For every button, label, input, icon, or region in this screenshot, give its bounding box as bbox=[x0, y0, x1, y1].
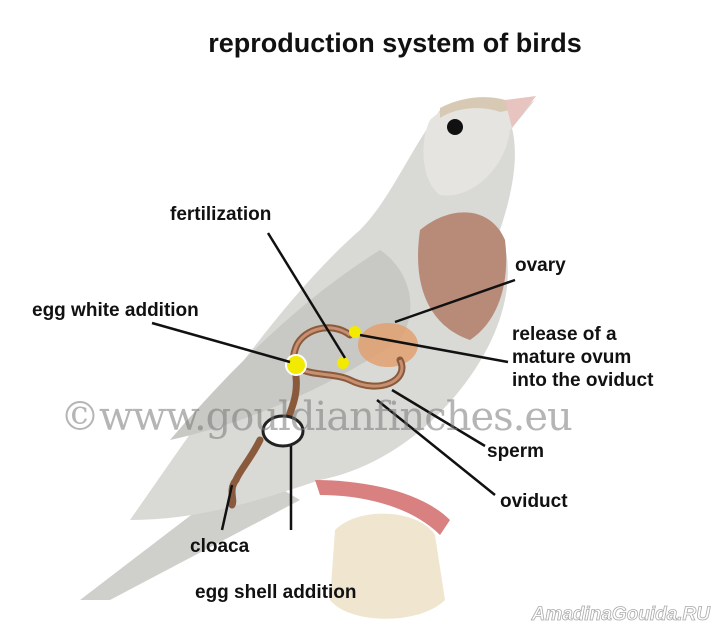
watermark-main: ©www.gouldianfinches.eu bbox=[60, 394, 573, 440]
bird-beak bbox=[505, 96, 536, 128]
egg-shell-egg bbox=[261, 414, 305, 448]
egg-white-ovum bbox=[285, 354, 307, 376]
leader-lines bbox=[151, 232, 516, 531]
label-release-line2: mature ovum bbox=[512, 347, 632, 368]
bird-feet bbox=[315, 480, 450, 535]
bird-eye bbox=[447, 119, 463, 135]
perch bbox=[330, 513, 445, 619]
label-egg-shell-addition: egg shell addition bbox=[195, 582, 357, 603]
label-ovary: ovary bbox=[515, 255, 566, 276]
label-cloaca: cloaca bbox=[190, 536, 250, 557]
watermark-corner: AmadinaGouida.RU bbox=[531, 604, 710, 626]
label-sperm: sperm bbox=[487, 441, 545, 462]
bird-breast bbox=[418, 212, 507, 340]
page-title: reproduction system of birds bbox=[208, 28, 582, 58]
label-egg-white-addition: egg white addition bbox=[32, 300, 199, 321]
fertilized-ovum bbox=[337, 357, 349, 369]
bird-crown bbox=[440, 97, 520, 118]
label-release-line3: into the oviduct bbox=[512, 370, 654, 391]
label-release-line1: release of a bbox=[512, 324, 617, 345]
label-oviduct: oviduct bbox=[500, 491, 568, 512]
bird-wing bbox=[170, 250, 411, 440]
label-fertilization: fertilization bbox=[170, 204, 272, 225]
ovary-shape bbox=[358, 323, 418, 367]
released-ovum bbox=[349, 326, 361, 338]
